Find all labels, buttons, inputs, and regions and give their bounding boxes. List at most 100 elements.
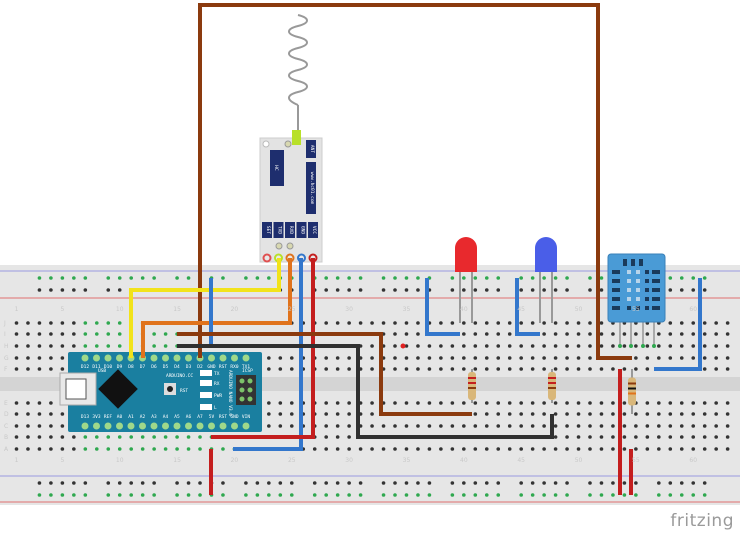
breadboard-hole[interactable] <box>347 401 351 405</box>
breadboard-hole[interactable] <box>49 356 53 360</box>
breadboard-hole[interactable] <box>519 367 523 371</box>
breadboard-hole[interactable] <box>117 435 122 439</box>
wire-blue-dht-gnd[interactable] <box>654 278 702 371</box>
breadboard-hole[interactable] <box>26 412 30 416</box>
breadboard-hole[interactable] <box>565 424 569 428</box>
breadboard-hole[interactable] <box>462 321 466 325</box>
breadboard-hole[interactable] <box>645 401 650 405</box>
rail-hole[interactable] <box>117 276 122 280</box>
arduino-pin-rx0[interactable] <box>231 354 238 362</box>
rail-hole[interactable] <box>278 493 283 497</box>
rail-hole[interactable] <box>393 288 397 292</box>
breadboard-hole[interactable] <box>49 321 53 325</box>
breadboard-hole[interactable] <box>347 424 351 428</box>
breadboard-hole[interactable] <box>14 401 19 405</box>
rail-hole[interactable] <box>611 493 615 497</box>
rail-hole[interactable] <box>221 481 225 485</box>
arduino-pin-d6[interactable] <box>150 354 158 362</box>
arduino-pin-ref[interactable] <box>104 422 112 430</box>
breadboard-hole[interactable] <box>484 412 489 416</box>
breadboard-hole[interactable] <box>370 424 374 428</box>
rail-hole[interactable] <box>462 288 466 292</box>
breadboard-hole[interactable] <box>645 356 650 360</box>
breadboard-hole[interactable] <box>634 447 638 451</box>
breadboard-hole[interactable] <box>565 401 569 405</box>
breadboard-hole[interactable] <box>14 435 19 439</box>
breadboard-hole[interactable] <box>599 447 604 451</box>
rail-hole[interactable] <box>60 493 65 497</box>
breadboard-hole[interactable] <box>60 447 65 451</box>
rail-hole[interactable] <box>462 481 466 485</box>
rail-hole[interactable] <box>519 288 523 292</box>
breadboard-hole[interactable] <box>668 356 673 360</box>
breadboard-hole[interactable] <box>152 447 156 451</box>
arduino-pin-tx1[interactable] <box>242 354 250 362</box>
rail-hole[interactable] <box>634 493 638 497</box>
wire-blue-module-gnd[interactable] <box>233 258 303 451</box>
breadboard-hole[interactable] <box>484 344 489 348</box>
rail-hole[interactable] <box>668 276 673 280</box>
rail-hole[interactable] <box>530 481 535 485</box>
breadboard-hole[interactable] <box>668 332 673 336</box>
breadboard-hole[interactable] <box>72 332 76 336</box>
breadboard-hole[interactable] <box>393 344 397 348</box>
breadboard-hole[interactable] <box>553 435 558 439</box>
rail-hole[interactable] <box>599 288 604 292</box>
breadboard-hole[interactable] <box>72 321 76 325</box>
arduino-pin-a4[interactable] <box>162 422 169 430</box>
breadboard-hole[interactable] <box>565 344 569 348</box>
rail-hole[interactable] <box>588 481 592 485</box>
rail-hole[interactable] <box>427 493 432 497</box>
arduino-pin-gnd[interactable] <box>231 422 238 430</box>
rail-hole[interactable] <box>565 481 569 485</box>
rail-hole[interactable] <box>484 276 489 280</box>
breadboard-hole[interactable] <box>186 435 191 439</box>
arduino-pin-a1[interactable] <box>127 422 135 430</box>
breadboard-hole[interactable] <box>645 412 650 416</box>
breadboard-hole[interactable] <box>679 344 684 348</box>
arduino-pin-d5[interactable] <box>162 354 169 362</box>
breadboard-hole[interactable] <box>94 321 99 325</box>
breadboard-hole[interactable] <box>507 321 512 325</box>
breadboard-hole[interactable] <box>347 447 351 451</box>
breadboard-hole[interactable] <box>26 401 30 405</box>
rail-hole[interactable] <box>668 481 673 485</box>
breadboard-hole[interactable] <box>83 344 88 348</box>
breadboard-hole[interactable] <box>622 344 627 348</box>
rail-hole[interactable] <box>473 276 478 280</box>
rail-hole[interactable] <box>186 481 191 485</box>
arduino-pin-a2[interactable] <box>139 422 146 430</box>
breadboard-hole[interactable] <box>553 412 558 416</box>
breadboard-hole[interactable] <box>404 356 409 360</box>
breadboard-hole[interactable] <box>14 321 19 325</box>
breadboard-hole[interactable] <box>37 435 42 439</box>
breadboard-hole[interactable] <box>484 356 489 360</box>
breadboard-hole[interactable] <box>175 435 179 439</box>
breadboard-hole[interactable] <box>83 321 88 325</box>
breadboard-hole[interactable] <box>289 424 294 428</box>
breadboard-hole[interactable] <box>714 344 718 348</box>
breadboard-hole[interactable] <box>645 424 650 428</box>
breadboard-hole[interactable] <box>462 424 466 428</box>
breadboard-hole[interactable] <box>60 367 65 371</box>
breadboard-hole[interactable] <box>679 412 684 416</box>
arduino-pin-3v3[interactable] <box>93 422 100 430</box>
breadboard-hole[interactable] <box>725 344 730 348</box>
breadboard-hole[interactable] <box>634 424 638 428</box>
breadboard-hole[interactable] <box>542 344 546 348</box>
breadboard-hole[interactable] <box>599 401 604 405</box>
breadboard-hole[interactable] <box>714 321 718 325</box>
breadboard-hole[interactable] <box>163 435 168 439</box>
breadboard-hole[interactable] <box>439 424 443 428</box>
breadboard-hole[interactable] <box>26 344 30 348</box>
rail-hole[interactable] <box>198 493 202 497</box>
breadboard-hole[interactable] <box>462 356 466 360</box>
wire-brown-to-red-led[interactable] <box>177 332 472 416</box>
breadboard-hole[interactable] <box>691 401 696 405</box>
breadboard-hole[interactable] <box>370 356 374 360</box>
breadboard-hole[interactable] <box>462 367 466 371</box>
breadboard-hole[interactable] <box>725 424 730 428</box>
breadboard-hole[interactable] <box>691 321 696 325</box>
breadboard-hole[interactable] <box>324 447 328 451</box>
rail-hole[interactable] <box>702 493 707 497</box>
